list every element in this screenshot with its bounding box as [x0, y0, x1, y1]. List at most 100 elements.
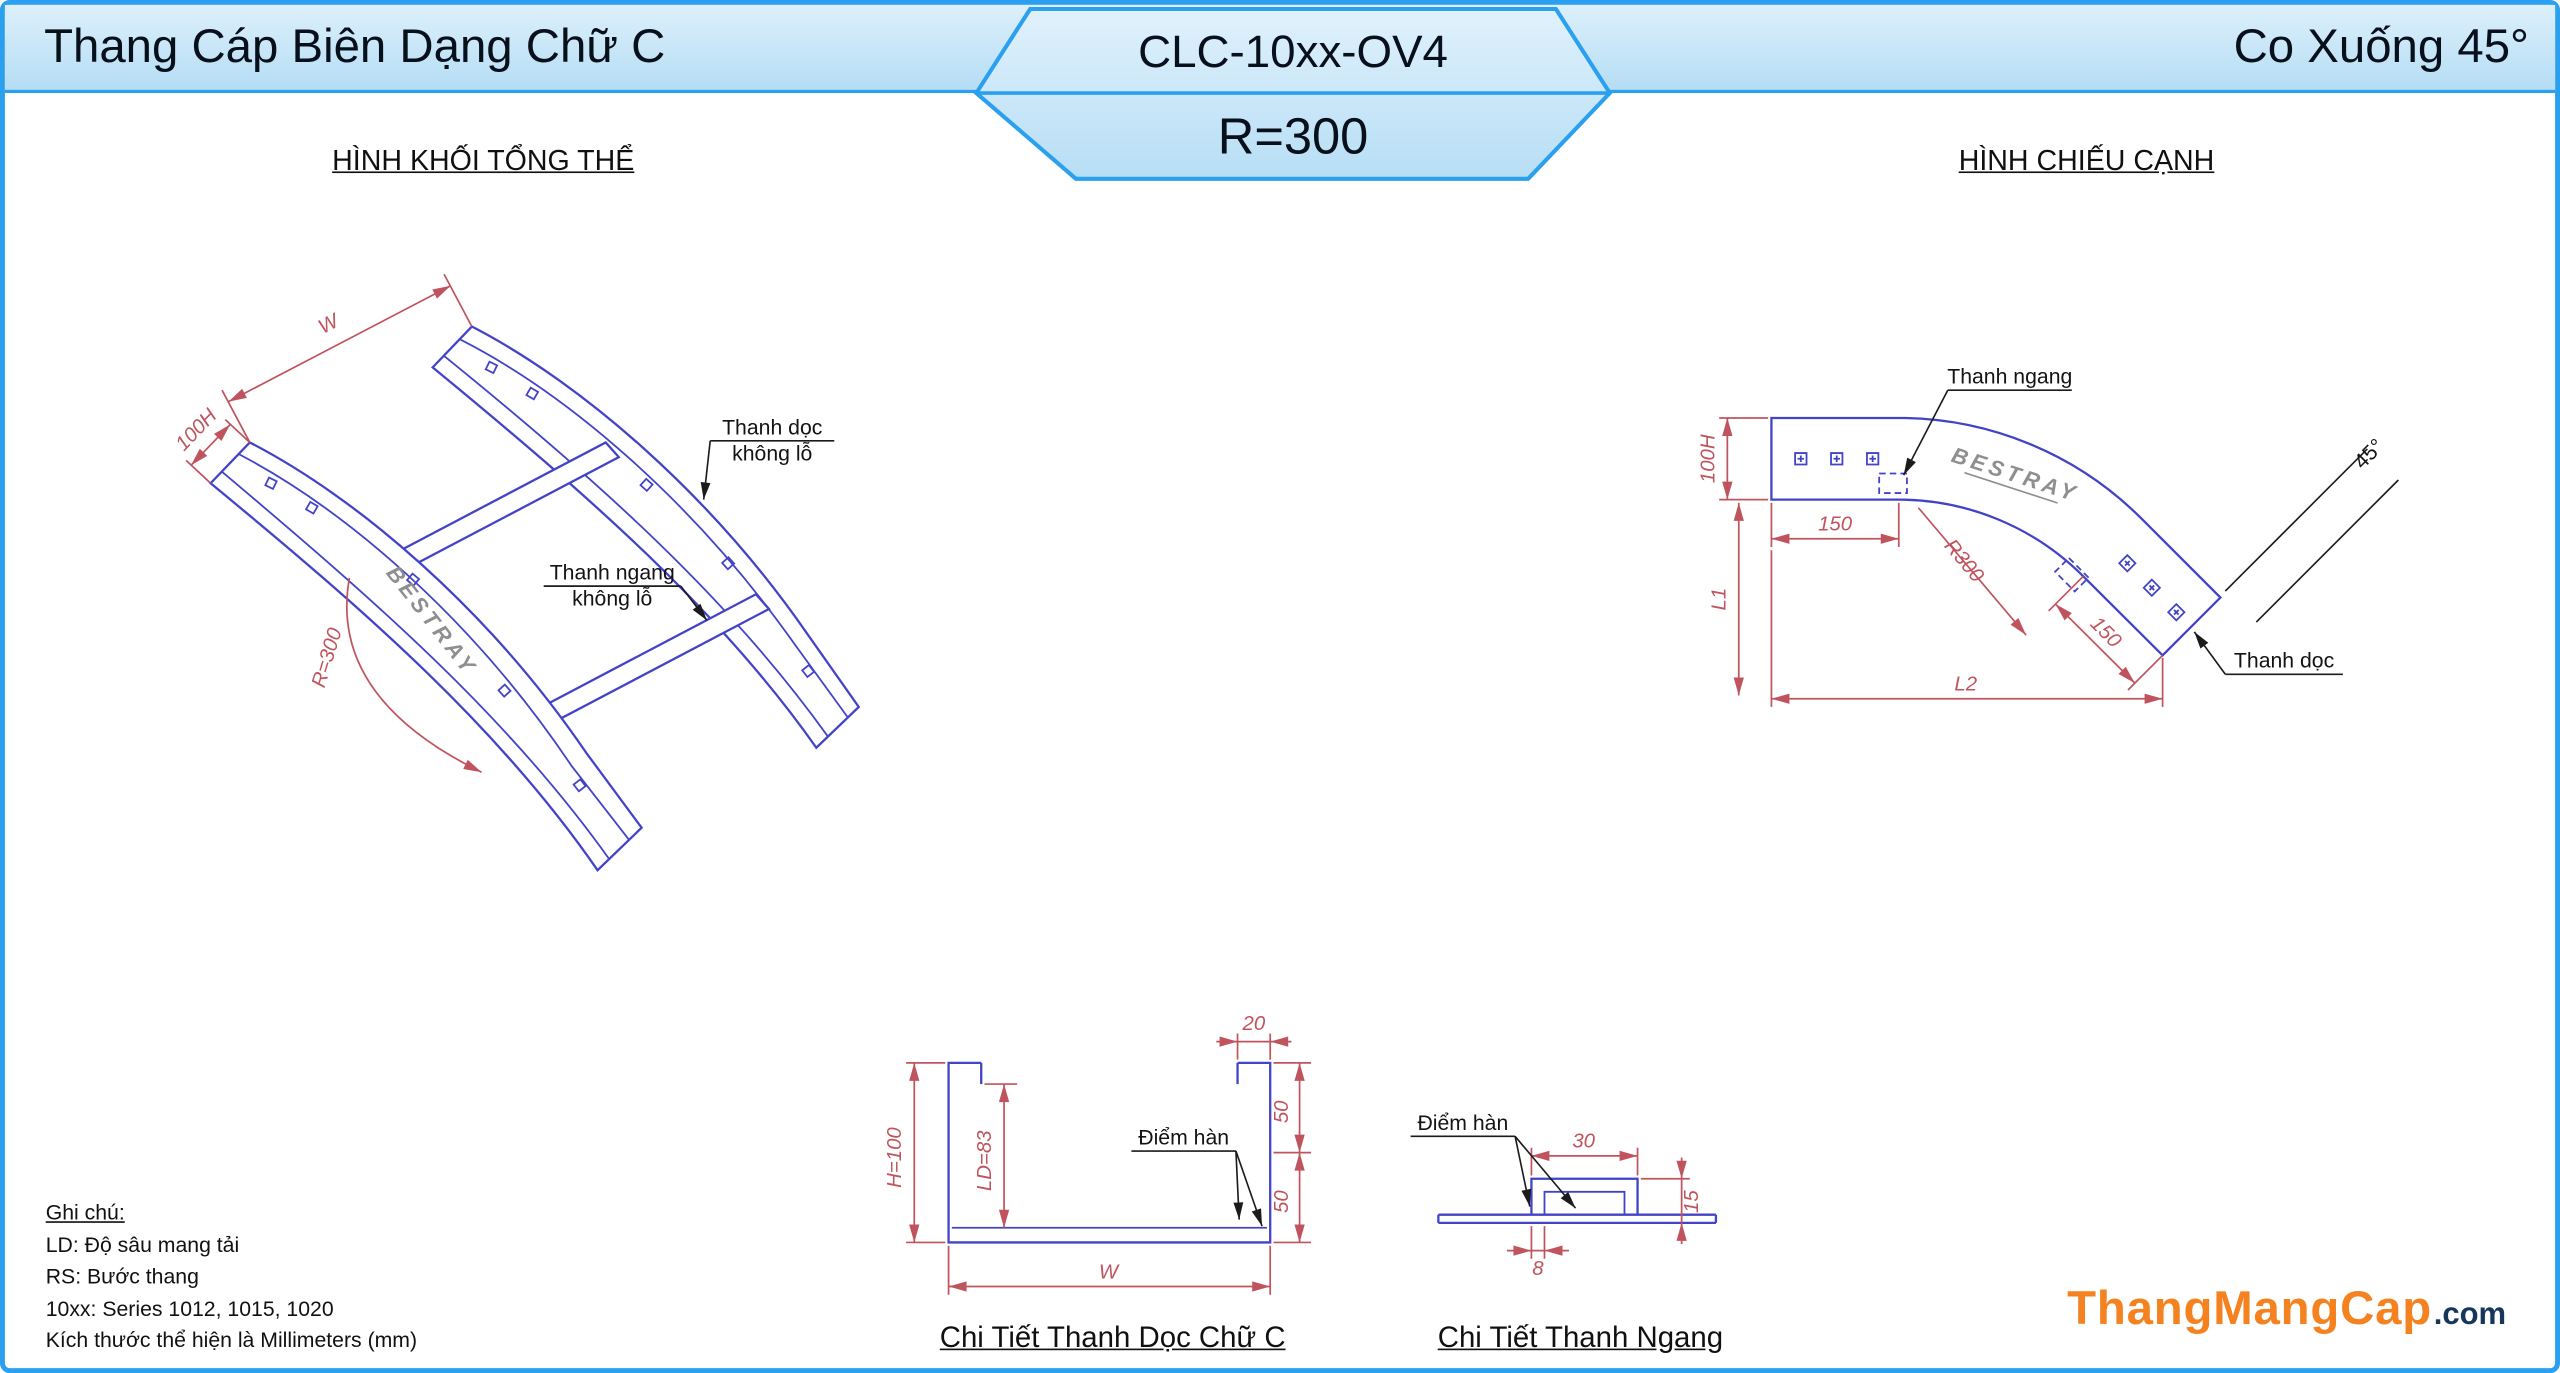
dim-150-slope-text: 150 — [2086, 613, 2126, 653]
rung-detail-title: Chi Tiết Thanh Ngang — [1437, 1320, 1724, 1354]
logo-tld[interactable]: .com — [2433, 1297, 2507, 1333]
rung-dim-15: 15 — [1640, 1157, 1703, 1245]
ext-line — [1530, 1226, 1546, 1259]
leader-line-2 — [1514, 1135, 1577, 1209]
iso-dim-w: W — [221, 273, 473, 443]
overview-title: HÌNH KHỐI TỔNG THỂ — [332, 143, 635, 177]
hidden-rung — [2053, 556, 2090, 593]
side-holes-straight — [1794, 452, 1880, 466]
leader-line-2 — [1235, 1150, 1263, 1227]
dim-l2-text: L2 — [1954, 674, 1977, 696]
hole — [1830, 452, 1844, 466]
dim-line — [228, 284, 452, 403]
note-line: LD: Độ sâu mang tải — [45, 1231, 240, 1257]
side-view: BESTRAY Thanh ngang Thanh dọc — [1697, 366, 2399, 707]
rung-hat-inner — [1543, 1190, 1626, 1215]
rail-label-line2: không lỗ — [732, 440, 812, 465]
dim-ld83-text: LD=83 — [974, 1130, 996, 1191]
side-rail-label: Thanh dọc — [2193, 631, 2343, 676]
dim-l1-text: L1 — [1709, 588, 1731, 611]
logo-name[interactable]: ThangMangCap — [2067, 1283, 2433, 1336]
leader-line — [2193, 631, 2226, 675]
iso-rung-label: Thanh ngang không lỗ — [543, 562, 708, 621]
rung-weld-label: Điểm hàn — [1410, 1112, 1577, 1209]
rung-label-line1: Thanh ngang — [550, 562, 675, 585]
hole — [264, 476, 278, 491]
hidden-rung — [1878, 472, 1908, 494]
hole — [720, 556, 736, 571]
note-line: Kích thước thể hiện là Millimeters (mm) — [45, 1327, 418, 1352]
far-rail-bottom-line — [443, 355, 829, 737]
c-weld-label: Điểm hàn — [1131, 1126, 1263, 1227]
dim-20-text: 20 — [1242, 1013, 1266, 1035]
product-radius: R=300 — [1218, 107, 1369, 164]
dim-8-text: 8 — [1532, 1258, 1544, 1280]
radius-leader — [1917, 507, 2027, 636]
ext-line — [185, 418, 251, 484]
side-view-title: HÌNH CHIẾU CẠNH — [1958, 143, 2215, 177]
iso-view: BESTRAY W 100H R=300 — [172, 273, 861, 872]
c-dim-50s: 50 50 — [1271, 1061, 1312, 1244]
weld-text: Điểm hàn — [1417, 1112, 1508, 1135]
fitting-type-title: Co Xuống 45° — [2233, 21, 2529, 74]
rung-label-line2: không lỗ — [572, 586, 652, 611]
dim-150-text: 150 — [1818, 514, 1853, 536]
side-dim-l1: L1 — [1709, 502, 1744, 696]
side-rung-label: Thanh ngang — [1902, 366, 2072, 476]
product-code-badge: CLC-10xx-OV4 R=300 — [973, 6, 1613, 181]
near-rail-flange-line — [237, 453, 630, 840]
dim-50-top-text: 50 — [1271, 1100, 1293, 1123]
far-rail-holes — [484, 360, 816, 679]
radius-leader — [345, 577, 483, 774]
hole — [304, 500, 319, 515]
dim-45-text: 45° — [2350, 435, 2389, 474]
ext-line — [906, 1061, 946, 1244]
hole — [497, 683, 512, 698]
side-dim-100h: 100H — [1697, 417, 1769, 501]
leader-line — [680, 585, 708, 621]
rung-dim-30: 30 — [1530, 1131, 1639, 1176]
side-dim-r300: R300 — [1917, 507, 2027, 636]
dim-30-text: 30 — [1572, 1131, 1595, 1153]
dim-100h-text: 100H — [1697, 434, 1719, 483]
dim-h100-text: H=100 — [884, 1127, 906, 1188]
header-title-right: Co Xuống 45° — [1624, 5, 2555, 93]
dim-15-text: 15 — [1681, 1190, 1703, 1213]
dim-line — [190, 423, 231, 466]
dim-r300-text: R300 — [1940, 535, 1989, 587]
c-dim-20: 20 — [1216, 1013, 1292, 1060]
c-profile-outline — [947, 1061, 1272, 1244]
ext-line — [1273, 1061, 1312, 1244]
rung-dim-8: 8 — [1506, 1226, 1569, 1280]
brand-logo[interactable]: ThangMangCap .com — [2067, 1283, 2506, 1337]
hole — [1866, 452, 1880, 466]
rung-middle — [533, 592, 771, 727]
notes-block: Ghi chú: LD: Độ sâu mang tải RS: Bước th… — [46, 1197, 417, 1356]
leader-line — [1902, 389, 1949, 476]
brand-underline — [1964, 471, 2058, 504]
angle-ext-line — [2224, 448, 2399, 623]
hole — [572, 778, 587, 793]
c-dim-h100: H=100 — [884, 1061, 946, 1244]
ext-line — [221, 273, 473, 443]
hole — [405, 572, 421, 587]
rung-base — [1437, 1213, 1718, 1224]
side-dim-l2: L2 — [1770, 550, 2164, 707]
hole — [1794, 452, 1808, 466]
hole — [2117, 553, 2137, 573]
hole — [525, 386, 540, 401]
leader-line-1 — [1514, 1136, 1532, 1207]
dim-50-bottom-text: 50 — [1271, 1190, 1293, 1213]
near-rail-holes — [264, 476, 587, 793]
iso-rail-label: Thanh dọc không lỗ — [700, 416, 835, 500]
hole — [800, 663, 816, 679]
c-dim-ld83: LD=83 — [974, 1083, 1018, 1228]
notes-heading: Ghi chú: — [45, 1199, 125, 1225]
leader-line — [700, 440, 712, 500]
hole — [484, 360, 499, 375]
c-profile-lips — [980, 1062, 1239, 1085]
hole — [2142, 578, 2162, 598]
hole — [639, 477, 654, 493]
near-rail — [208, 441, 644, 872]
